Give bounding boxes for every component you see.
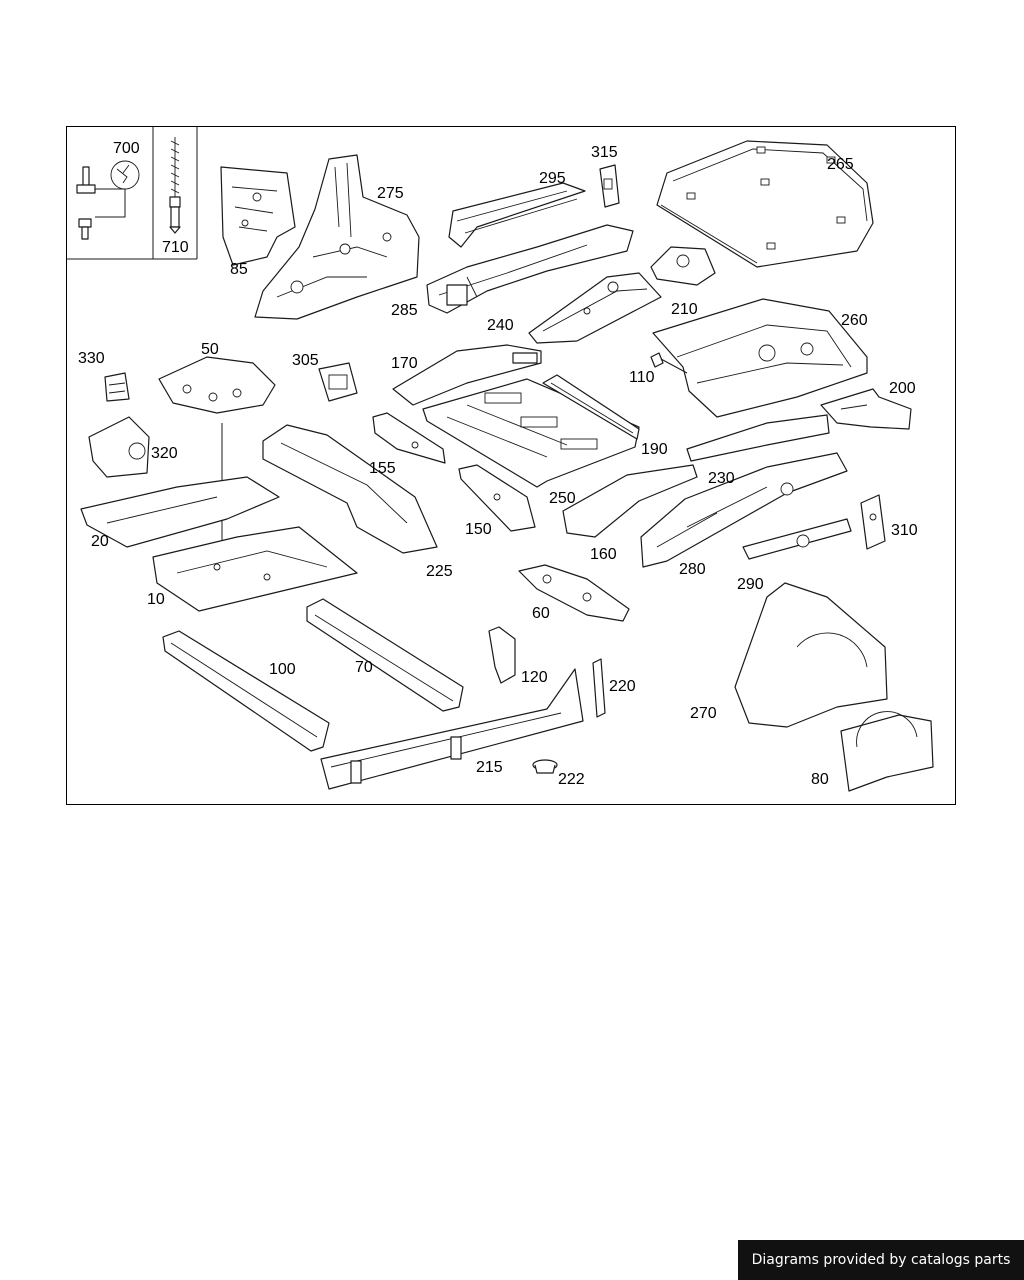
- callout-155: 155: [369, 460, 396, 477]
- parts-diagram-frame: 700 710 85 275 285 295 315 265 210 240 2…: [66, 126, 956, 805]
- part-265-tub: [656, 140, 874, 268]
- part-150-member: [458, 464, 536, 532]
- part-270-wheelhouse: [734, 582, 888, 728]
- callout-295: 295: [539, 170, 566, 187]
- callout-190: 190: [641, 441, 668, 458]
- callout-260: 260: [841, 312, 868, 329]
- callout-100: 100: [269, 661, 296, 678]
- rivet-710-icon: [169, 137, 181, 234]
- callout-225: 225: [426, 563, 453, 580]
- callout-290: 290: [737, 576, 764, 593]
- part-160-member: [562, 464, 698, 538]
- part-305-bracket: [318, 362, 358, 402]
- callout-85: 85: [230, 261, 248, 278]
- part-50-panel: [158, 356, 276, 587]
- callout-310: 310: [891, 522, 918, 539]
- part-320-housing: [88, 416, 150, 478]
- parts-diagram: 700 710 85 275 285 295 315 265 210 240 2…: [67, 127, 934, 792]
- part-155-bracket: [372, 412, 446, 464]
- callout-150: 150: [465, 521, 492, 538]
- fastener-inset: [67, 127, 198, 260]
- part-215-crossmember: [320, 668, 584, 790]
- part-20-floor: [80, 476, 280, 548]
- callout-250: 250: [549, 490, 576, 507]
- part-85-panel: [220, 166, 296, 266]
- callout-50: 50: [201, 341, 219, 358]
- part-250-floor: [422, 378, 640, 488]
- callout-222: 222: [558, 771, 585, 788]
- part-240-crossmember: [528, 272, 662, 344]
- callout-80: 80: [811, 771, 829, 788]
- callout-10: 10: [147, 591, 165, 608]
- callout-160: 160: [590, 546, 617, 563]
- callout-20: 20: [91, 533, 109, 550]
- callout-110: 110: [629, 369, 655, 386]
- callout-285: 285: [391, 302, 418, 319]
- callout-215: 215: [476, 759, 503, 776]
- callout-270: 270: [690, 705, 717, 722]
- callout-220: 220: [609, 678, 636, 695]
- callout-710: 710: [162, 239, 189, 256]
- callout-240: 240: [487, 317, 514, 334]
- callout-labels: 700 710 85 275 285 295 315 265 210 240 2…: [78, 140, 918, 788]
- part-10-main-floor: [152, 526, 358, 612]
- part-220-bracket: [592, 658, 606, 718]
- callout-60: 60: [532, 605, 550, 622]
- footer-credit-badge: Diagrams provided by catalogs parts: [738, 1240, 1024, 1280]
- part-170-rail: [392, 344, 542, 406]
- callout-170: 170: [391, 355, 418, 372]
- callout-700: 700: [113, 140, 140, 157]
- callout-280: 280: [679, 561, 706, 578]
- callout-305: 305: [292, 352, 319, 369]
- part-230-crossmember: [686, 414, 830, 462]
- bolt-700-icon: [76, 160, 140, 240]
- callout-210: 210: [671, 301, 698, 318]
- callout-200: 200: [889, 380, 916, 397]
- part-295-rail: [448, 182, 586, 248]
- callout-265: 265: [827, 156, 854, 173]
- part-80-wheelhouse: [840, 711, 934, 792]
- part-310-bracket: [860, 494, 886, 550]
- part-110-clip: [650, 352, 688, 374]
- part-70-rail: [306, 598, 464, 712]
- callout-275: 275: [377, 185, 404, 202]
- part-210-panel: [650, 246, 716, 286]
- callout-330: 330: [78, 350, 105, 367]
- callout-315: 315: [591, 144, 618, 161]
- part-200-bracket: [820, 388, 912, 430]
- callout-120: 120: [521, 669, 548, 686]
- callout-70: 70: [355, 659, 373, 676]
- part-280-rear-rail: [640, 452, 848, 568]
- callout-230: 230: [708, 470, 735, 487]
- callout-320: 320: [151, 445, 178, 462]
- part-330-bracket: [104, 372, 130, 402]
- part-120-bracket: [488, 626, 516, 684]
- part-100-rail: [162, 630, 330, 752]
- part-315-bracket: [599, 164, 620, 208]
- part-222-plug: [532, 759, 558, 774]
- part-190-rail: [542, 374, 640, 440]
- part-275-pillar: [254, 154, 420, 320]
- part-260-trunk-floor: [652, 298, 868, 418]
- part-285-rail: [426, 224, 634, 314]
- part-290-crossmember: [742, 518, 852, 560]
- part-60-plate: [518, 564, 630, 622]
- part-225-tunnel: [262, 424, 438, 554]
